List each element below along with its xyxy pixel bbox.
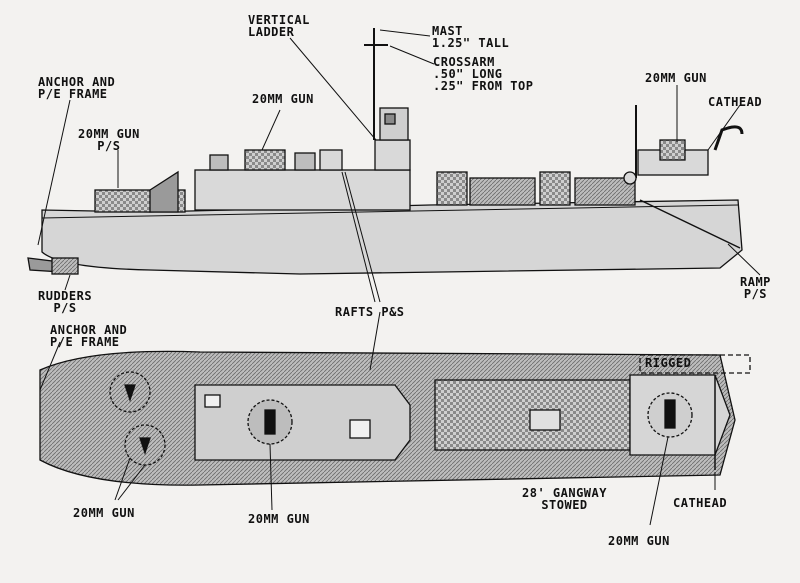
gun-ps-label: 20MM GUN P/S	[78, 128, 140, 152]
rudders-label-line2: P/S	[53, 301, 77, 315]
anchor-frame-label-plan: ANCHOR AND P/E FRAME	[50, 324, 127, 348]
profile-view	[27, 28, 744, 275]
anchor-frame-label-top: ANCHOR AND P/E FRAME	[38, 76, 115, 100]
mast-label: MAST 1.25" TALL	[432, 25, 509, 49]
cathead-label-top: CATHEAD	[708, 95, 763, 109]
crossarm-label: CROSSARM .50" LONG .25" FROM TOP	[433, 56, 533, 92]
gun-mid-label: 20MM GUN	[252, 92, 314, 106]
gun-center-label: 20MM GUN	[248, 512, 310, 526]
gun-ps-label-line1: 20MM GUN	[78, 127, 140, 141]
plan-view	[39, 341, 751, 526]
cathead-profile	[713, 125, 744, 151]
crossarm-label-line3: .25" FROM TOP	[433, 79, 534, 93]
crossarm-label-line2: .50" LONG	[433, 67, 503, 81]
deckhouse-plan	[194, 384, 411, 461]
gun-tub-aft-1	[109, 371, 151, 413]
gun-left-label: 20MM GUN	[73, 506, 135, 520]
rafts-label: RAFTS P&S	[335, 305, 405, 319]
rudders-label-line1: RUDDERS	[38, 289, 93, 303]
gangway-label-line1: 28' GANGWAY	[522, 486, 607, 500]
crossarm-label-line1: CROSSARM	[433, 55, 495, 69]
gangway-label: 28' GANGWAY STOWED	[522, 487, 607, 511]
anchor-frame-label-plan-line1: ANCHOR AND	[50, 323, 128, 337]
anchor-frame-label-top-line1: ANCHOR AND	[38, 75, 116, 89]
gun-ps-label-line2: P/S	[97, 139, 121, 153]
gangway-label-line2: STOWED	[541, 498, 588, 512]
ramp-label-line1: RAMP	[740, 275, 771, 289]
rudders-label: RUDDERS P/S	[38, 290, 92, 314]
mast-label-line2: 1.25" TALL	[432, 36, 510, 50]
superstructure	[194, 169, 411, 211]
vertical-ladder-label-line1: VERTICAL	[248, 13, 310, 27]
mast-label-line1: MAST	[432, 24, 463, 38]
vertical-ladder-label: VERTICAL LADDER	[248, 14, 310, 38]
ramp-label-line2: P/S	[743, 287, 768, 301]
rigged-label: RIGGED	[645, 356, 692, 370]
rudders-shape	[51, 257, 79, 275]
cathead-label-plan: CATHEAD	[673, 496, 728, 510]
vertical-ladder-label-line2: LADDER	[248, 25, 295, 39]
gun-bow-label: 20MM GUN	[645, 71, 707, 85]
pilothouse	[374, 139, 411, 171]
leader-lines	[37, 29, 761, 371]
ramp-line	[639, 199, 741, 249]
anchor-frame-label-plan-line2: P/E FRAME	[50, 335, 120, 349]
anchor-frame-label-top-line2: P/E FRAME	[38, 87, 108, 101]
hull-profile	[41, 199, 743, 275]
gun-bow-plan-label: 20MM GUN	[608, 534, 670, 548]
ramp-label: RAMP P/S	[740, 276, 771, 300]
